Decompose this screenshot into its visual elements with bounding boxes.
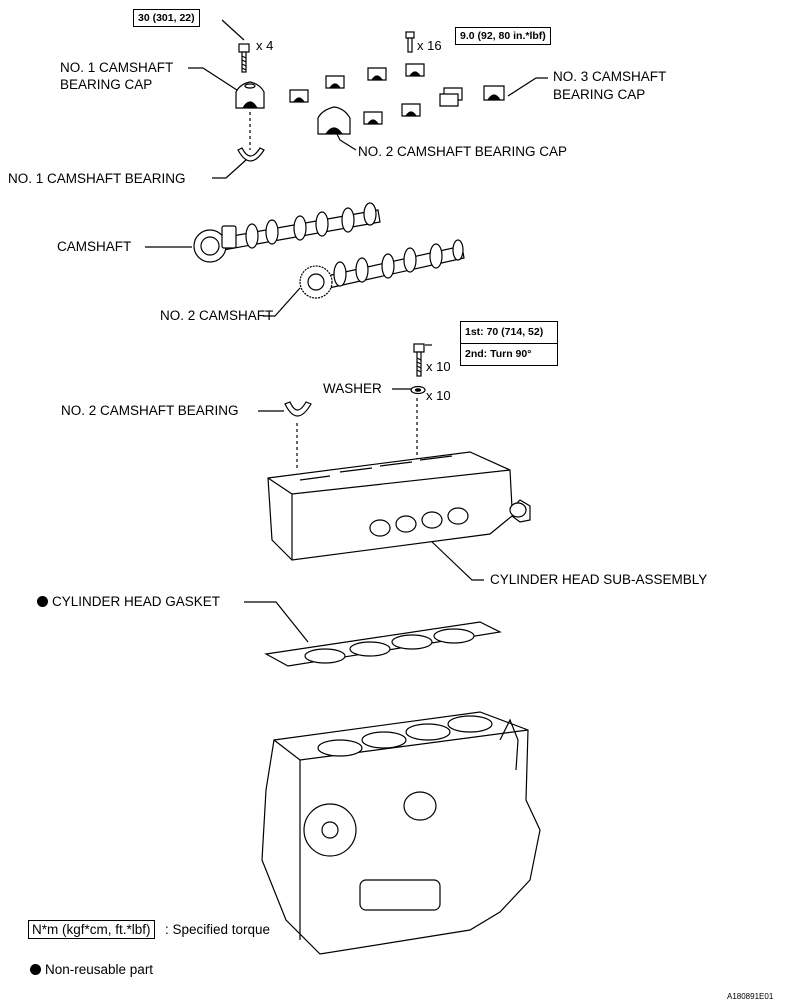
leader-cyl-head	[429, 539, 484, 581]
washer-icon	[410, 385, 426, 395]
small-bolt-quantity: x 16	[417, 38, 442, 53]
head-bolt-torque-step1: 1st: 70 (714, 52)	[465, 326, 544, 338]
cylinder-head-gasket-icon	[264, 621, 502, 667]
no2-camshaft-icon	[299, 239, 465, 299]
legend-non-reusable: Non-reusable part	[30, 962, 153, 978]
leader-no3-cap	[507, 77, 548, 97]
leader-no2-camshaft	[263, 287, 301, 317]
camshaft-icon	[193, 202, 381, 263]
cylinder-head-gasket-text: CYLINDER HEAD GASKET	[52, 594, 221, 609]
washer-label: WASHER	[323, 381, 382, 396]
no1-camshaft-bearing-cap-label-line1: NO. 1 CAMSHAFT	[60, 60, 174, 75]
non-reusable-dot-icon	[37, 596, 48, 607]
no2-camshaft-bearing-cap-label: NO. 2 CAMSHAFT BEARING CAP	[358, 144, 568, 159]
head-bolt-icon	[413, 343, 425, 377]
bearing-cap-small-icon	[325, 75, 345, 89]
head-bolt-quantity: x 10	[426, 359, 451, 374]
no1-camshaft-bearing-cap-label-line2: BEARING CAP	[60, 77, 153, 92]
small-bolt-torque-box: 9.0 (92, 80 in.*lbf)	[455, 27, 551, 45]
no2-camshaft-label: NO. 2 CAMSHAFT	[160, 308, 274, 323]
small-bolt-icon	[405, 31, 415, 53]
cap-bolt-torque-box: 30 (301, 22)	[133, 9, 200, 27]
bearing-cap-small-icon	[289, 89, 309, 103]
cylinder-head-icon	[267, 451, 531, 561]
no2-camshaft-bearing-icon	[284, 401, 312, 417]
no3-camshaft-bearing-cap-icon	[483, 85, 505, 101]
cylinder-head-label: CYLINDER HEAD SUB-ASSEMBLY	[490, 572, 708, 587]
bearing-cap-small-icon	[367, 67, 387, 81]
bearing-cap-small-icon	[405, 63, 425, 77]
legend-non-reusable-text: Non-reusable part	[45, 962, 154, 977]
no1-camshaft-bearing-cap-icon	[235, 81, 265, 109]
cylinder-head-gasket-label: CYLINDER HEAD GASKET	[37, 594, 220, 610]
leader-no1-cap	[188, 67, 241, 93]
head-bolt-torque-box: 1st: 70 (714, 52) 2nd: Turn 90°	[460, 321, 558, 366]
bearing-cap-small-icon	[439, 93, 459, 107]
no3-camshaft-bearing-cap-label-line1: NO. 3 CAMSHAFT	[553, 69, 667, 84]
cap-bolt-icon	[238, 43, 250, 73]
head-bolt-torque-step2: 2nd: Turn 90°	[461, 343, 557, 365]
legend-torque-unit: N*m (kgf*cm, ft.*lbf)	[28, 920, 155, 939]
no2-camshaft-bearing-cap-icon	[317, 106, 351, 135]
figure-id: A180891E01	[727, 992, 774, 1001]
cylinder-block-icon	[261, 711, 541, 955]
no3-camshaft-bearing-cap-label-line2: BEARING CAP	[553, 87, 646, 102]
leader-gasket	[244, 601, 309, 643]
cap-bolt-quantity: x 4	[256, 38, 274, 53]
no1-camshaft-bearing-label: NO. 1 CAMSHAFT BEARING	[8, 171, 186, 186]
no1-camshaft-bearing-icon	[237, 147, 265, 162]
camshaft-label: CAMSHAFT	[57, 239, 132, 254]
no2-camshaft-bearing-label: NO. 2 CAMSHAFT BEARING	[61, 403, 239, 418]
bearing-cap-small-icon	[401, 103, 421, 117]
leader-cap-bolt	[221, 19, 245, 41]
washer-quantity: x 10	[426, 388, 451, 403]
leader-no1-bearing	[212, 159, 247, 179]
non-reusable-dot-icon	[30, 964, 41, 975]
legend-torque-description: : Specified torque	[165, 922, 271, 937]
bearing-cap-small-icon	[363, 111, 383, 125]
